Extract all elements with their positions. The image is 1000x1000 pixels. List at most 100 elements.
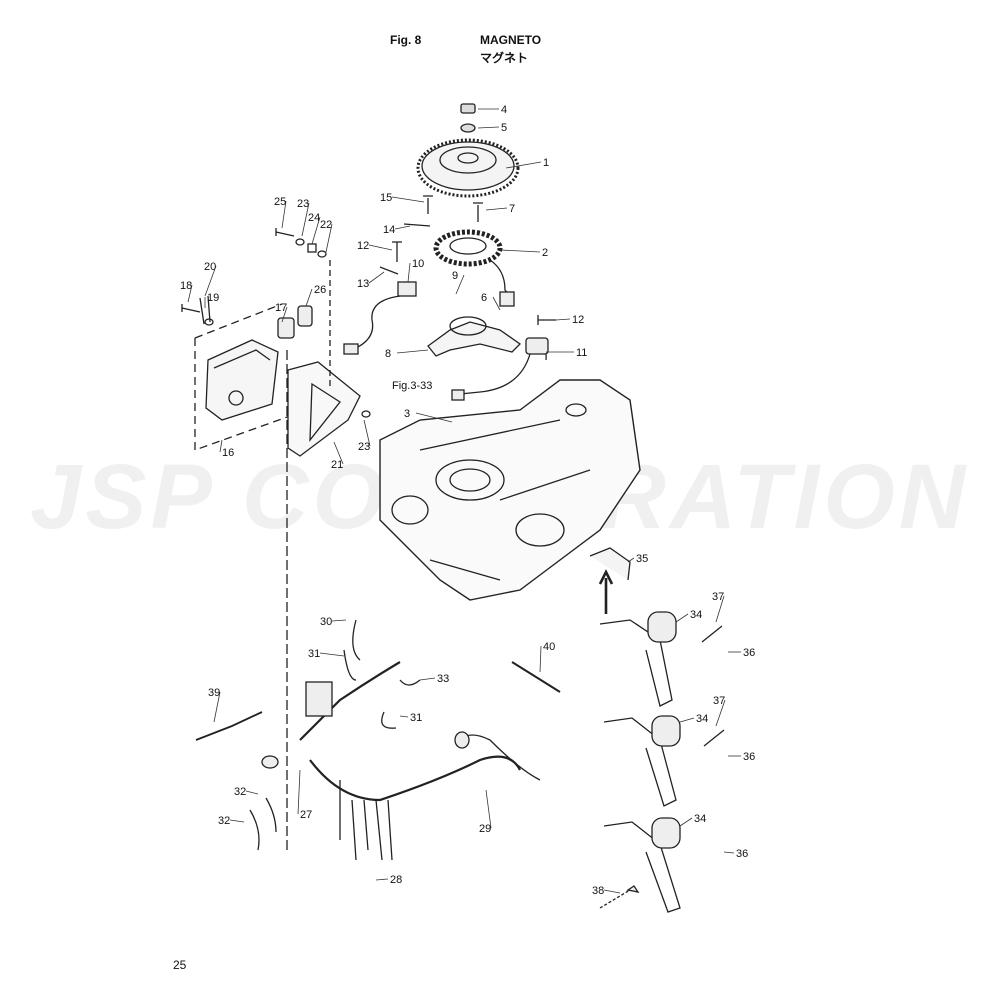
ignition-coil-part <box>599 611 681 913</box>
callout-28: 28 <box>390 874 402 886</box>
callout-25: 25 <box>274 196 286 208</box>
callout-12: 12 <box>572 314 584 326</box>
stator-part <box>433 229 515 307</box>
callout-36: 36 <box>743 751 755 763</box>
callout-leader <box>311 216 321 245</box>
callout-17: 17 <box>275 302 287 314</box>
cross-reference-label: Fig.3-33 <box>392 380 432 392</box>
callout-34: 34 <box>694 813 706 825</box>
callout-leader <box>281 306 288 323</box>
callout-7: 7 <box>509 203 515 215</box>
callout-39: 39 <box>208 687 220 699</box>
callout-leader <box>187 284 193 303</box>
callout-27: 27 <box>300 809 312 821</box>
callout-leader <box>723 851 735 854</box>
callout-40: 40 <box>543 641 555 653</box>
callout-29: 29 <box>479 823 491 835</box>
callout-leader <box>477 126 500 129</box>
callout-leader <box>485 789 492 829</box>
callout-31: 31 <box>410 712 422 724</box>
callout-leader <box>679 817 693 827</box>
callout-33: 33 <box>437 673 449 685</box>
callout-8: 8 <box>385 348 391 360</box>
callout-20: 20 <box>204 261 216 273</box>
callout-leader <box>213 691 221 723</box>
callout-leader <box>325 223 333 253</box>
callout-leader <box>333 441 344 465</box>
callout-34: 34 <box>690 609 702 621</box>
callout-11: 11 <box>576 347 587 359</box>
figure-number: Fig. 8 <box>390 33 422 47</box>
callout-5: 5 <box>501 122 507 134</box>
callout-leader <box>319 652 345 657</box>
callout-10: 10 <box>412 258 424 270</box>
callout-23: 23 <box>297 198 309 210</box>
callout-leader <box>391 196 425 203</box>
callout-leader <box>679 717 695 723</box>
callout-18: 18 <box>180 280 192 292</box>
callout-13: 13 <box>357 278 369 290</box>
callout-leader <box>505 161 542 169</box>
figure-title: MAGNETO <box>480 33 542 47</box>
callout-leader <box>499 249 541 253</box>
callout-leader <box>399 715 409 718</box>
callout-leader <box>419 677 436 681</box>
callout-30: 30 <box>320 616 332 628</box>
callout-35: 35 <box>636 553 648 565</box>
callout-leader <box>301 202 310 237</box>
callout-3: 3 <box>404 408 410 420</box>
callout-leader <box>627 557 635 563</box>
callout-leader <box>368 244 393 251</box>
callout-leader <box>603 889 621 894</box>
callout-leader <box>375 878 389 881</box>
callout-2: 2 <box>542 247 548 259</box>
callout-leader <box>455 274 465 295</box>
callout-leader <box>485 207 508 211</box>
callout-leader <box>204 265 217 297</box>
callout-leader <box>297 769 301 815</box>
callout-leader <box>396 349 429 354</box>
callout-4: 4 <box>501 104 507 116</box>
callout-1: 1 <box>543 157 549 169</box>
callout-22: 22 <box>320 219 332 231</box>
callout-leader <box>715 595 725 623</box>
callout-38: 38 <box>592 885 604 897</box>
callout-37: 37 <box>712 591 724 603</box>
callout-21: 21 <box>331 459 343 471</box>
callout-9: 9 <box>452 270 458 282</box>
callout-leader <box>492 296 501 311</box>
callout-32: 32 <box>234 786 246 798</box>
callout-36: 36 <box>736 848 748 860</box>
callout-leader <box>415 412 453 423</box>
callout-16: 16 <box>222 447 234 459</box>
callout-labels: 1234567891011121213141516171819202122232… <box>180 104 755 897</box>
callout-leader <box>555 318 571 321</box>
engine-block <box>379 379 641 601</box>
callout-19: 19 <box>207 292 219 304</box>
callout-leader <box>394 225 411 230</box>
callout-14: 14 <box>383 224 395 236</box>
callout-26: 26 <box>314 284 326 296</box>
figure-title-japanese: マグネト <box>480 51 529 65</box>
wire-harness-part <box>261 661 541 861</box>
callout-31: 31 <box>308 648 320 660</box>
callout-leader <box>715 699 726 727</box>
callout-leader <box>331 619 347 622</box>
callout-24: 24 <box>308 212 320 224</box>
callout-6: 6 <box>481 292 487 304</box>
nut-part <box>460 103 476 133</box>
callout-leader <box>675 613 689 623</box>
callout-leader <box>245 790 259 795</box>
callout-leader <box>219 439 223 453</box>
callout-leader <box>229 819 245 823</box>
callout-leader <box>363 419 371 447</box>
callout-leader <box>281 200 287 229</box>
callout-37: 37 <box>713 695 725 707</box>
callout-leader <box>368 271 385 284</box>
bolt-part <box>473 202 483 222</box>
callout-34: 34 <box>696 713 708 725</box>
stator-base-part <box>427 316 522 357</box>
callout-leader <box>305 288 313 307</box>
